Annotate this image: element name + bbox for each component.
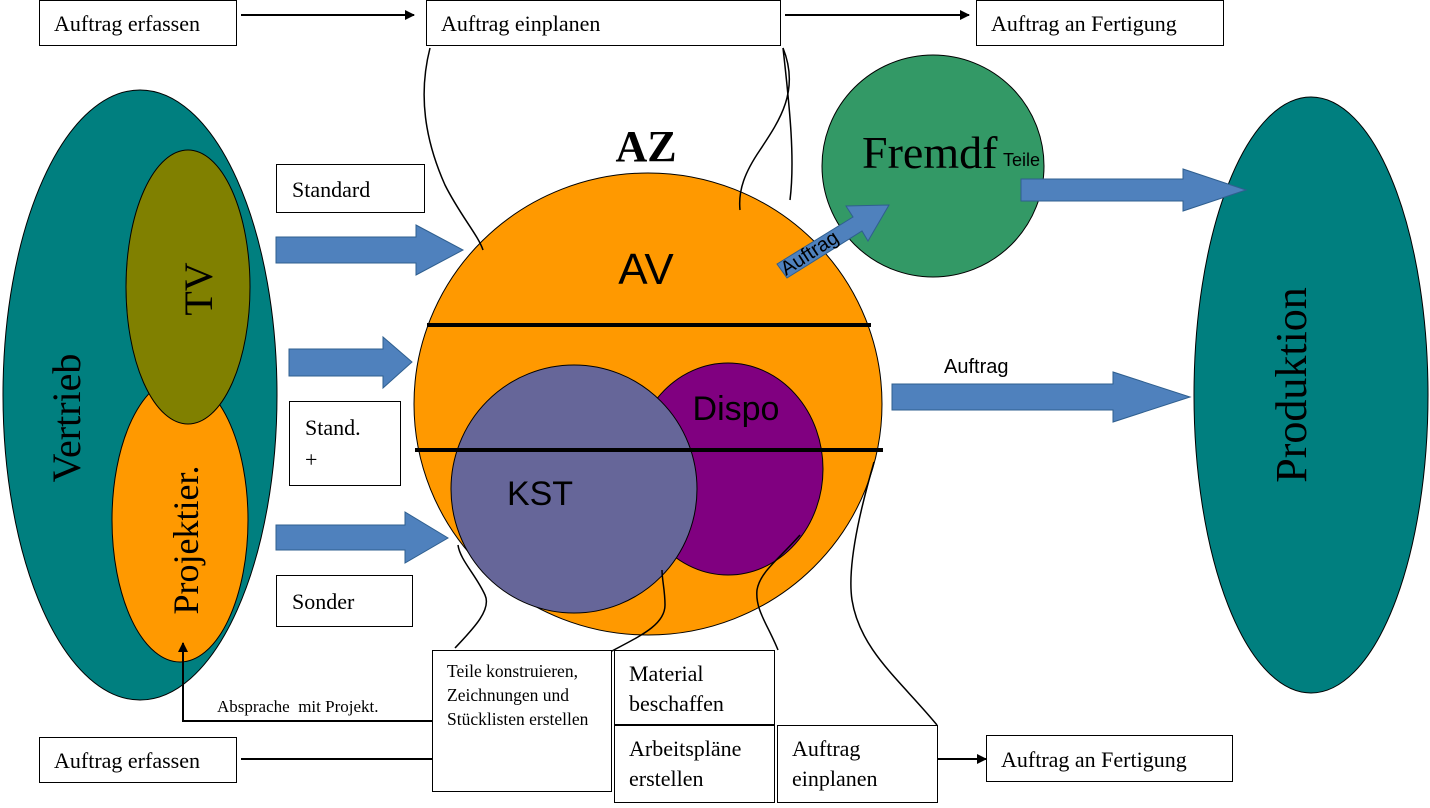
- standard-text: Standard: [292, 177, 371, 202]
- top-erfassen-box: Auftrag erfassen: [39, 0, 237, 46]
- tv-label: TV: [176, 262, 221, 315]
- bottom-fertigung-box: Auftrag an Fertigung: [986, 735, 1233, 782]
- vertrieb-label: Vertrieb: [44, 354, 89, 483]
- projektier-label: Projektier.: [166, 466, 206, 615]
- produktion-label: Produktion: [1267, 287, 1316, 483]
- teile-box: Teile konstruieren, Zeichnungen und Stüc…: [432, 650, 612, 792]
- arbeitsplaene-text: Arbeitspläne erstellen: [629, 736, 742, 791]
- fremd-label: Fremdf: [862, 127, 998, 178]
- bottom-einplanen-box: Auftrag einplanen: [777, 725, 938, 803]
- callout-curve-einplanen-right: [738, 47, 791, 211]
- fremd-auftrag-arrow: [776, 204, 890, 279]
- callout-curve-material: [609, 569, 666, 653]
- bottom-fertigung-text: Auftrag an Fertigung: [1001, 747, 1187, 772]
- az-title: AZ: [615, 122, 676, 171]
- top-fertigung-box: Auftrag an Fertigung: [976, 0, 1224, 46]
- dispo-label: Dispo: [693, 390, 780, 428]
- kst-label: KST: [507, 475, 573, 513]
- bottom-einplanen-text: Auftrag einplanen: [792, 736, 878, 791]
- callout-curve-einplanen-left: [423, 47, 484, 251]
- stand-plus-arrow: [288, 335, 413, 390]
- produktion-arrow: [891, 371, 1192, 423]
- sonder-arrow: [275, 511, 449, 564]
- bottom-erfassen-box: Auftrag erfassen: [39, 737, 237, 783]
- callout-curve-auftrag-einplanen: [850, 461, 938, 726]
- absprache-label: Absprache mit Projekt.: [217, 697, 379, 716]
- av-label: AV: [618, 245, 674, 294]
- top-einplanen-text: Auftrag einplanen: [441, 11, 601, 36]
- callout-curve-arbeitsplaene: [756, 534, 801, 651]
- material-box: Material beschaffen: [614, 650, 775, 725]
- top-einplanen-box: Auftrag einplanen: [426, 0, 781, 46]
- top-erfassen-text: Auftrag erfassen: [54, 11, 200, 36]
- absprache-connector: [178, 642, 433, 722]
- bottom-erfassen-text: Auftrag erfassen: [54, 748, 200, 773]
- sonder-text: Sonder: [292, 589, 355, 614]
- fremd-sub-label: Teile: [1003, 150, 1040, 170]
- teile-text: Teile konstruieren, Zeichnungen und Stüc…: [447, 661, 589, 729]
- standard-arrow: [275, 224, 465, 276]
- fremd-to-produktion-arrow: [1020, 168, 1248, 212]
- callout-curve-fremd: [782, 47, 793, 201]
- stand-plus-box: Stand. +: [289, 401, 401, 486]
- top-fertigung-text: Auftrag an Fertigung: [991, 11, 1177, 36]
- produktion-ellipse: [1193, 96, 1429, 694]
- stand-plus-text: Stand. +: [305, 415, 361, 472]
- produktion-auftrag-label: Auftrag: [944, 356, 1008, 378]
- sonder-box: Sonder: [276, 575, 413, 627]
- callout-curve-teile: [454, 544, 488, 649]
- material-text: Material beschaffen: [629, 661, 724, 716]
- standard-box: Standard: [276, 164, 425, 213]
- kst-circle: [450, 364, 698, 614]
- tv-ellipse: [125, 149, 251, 425]
- arbeitsplaene-box: Arbeitspläne erstellen: [614, 725, 775, 803]
